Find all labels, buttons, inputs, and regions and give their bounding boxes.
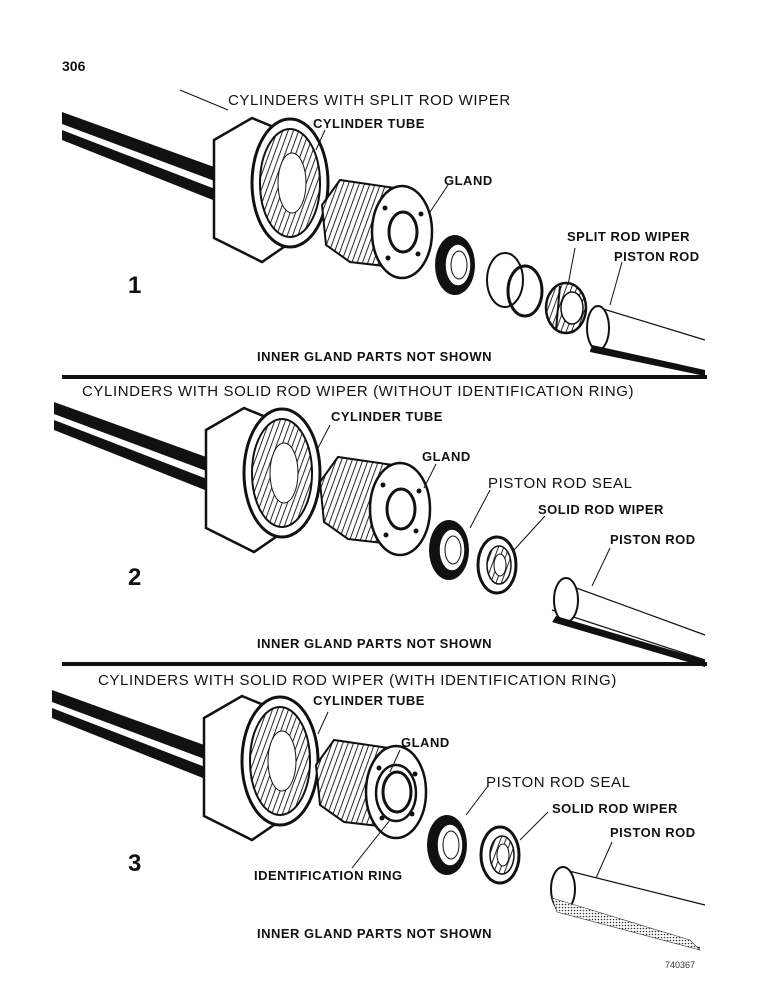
panel-2-label-gland: GLAND <box>422 449 471 464</box>
panel-3-footer: INNER GLAND PARTS NOT SHOWN <box>257 926 492 941</box>
panel-separator <box>62 375 707 379</box>
panel-2-title: CYLINDERS WITH SOLID ROD WIPER (WITHOUT … <box>82 383 635 400</box>
panel-1-label-cylinder-tube: CYLINDER TUBE <box>313 116 425 131</box>
panel-1-art <box>60 89 706 376</box>
panel-2-art <box>52 400 706 667</box>
panel-3-label-piston-rod-seal: PISTON ROD SEAL <box>486 774 631 791</box>
panel-2-footer: INNER GLAND PARTS NOT SHOWN <box>257 636 492 651</box>
panel-2-label-cylinder-tube: CYLINDER TUBE <box>331 409 443 424</box>
panel-1-title: CYLINDERS WITH SPLIT ROD WIPER <box>228 92 511 109</box>
panel-separator <box>62 662 707 666</box>
panel-1-label-split-rod-wiper: SPLIT ROD WIPER <box>567 229 691 244</box>
figure-id: 740367 <box>665 960 696 970</box>
panel-1-label-piston-rod: PISTON ROD <box>614 249 700 264</box>
panel-3-label-identification-ring: IDENTIFICATION RING <box>254 868 403 883</box>
panel-1-number: 1 <box>128 272 142 299</box>
panel-3-number: 3 <box>128 850 142 877</box>
panel-1-label-gland: GLAND <box>444 173 493 188</box>
panel-2-label-piston-rod: PISTON ROD <box>610 532 696 547</box>
panel-2-label-solid-rod-wiper: SOLID ROD WIPER <box>538 502 664 517</box>
panel-3-art <box>50 688 706 951</box>
panel-1-footer: INNER GLAND PARTS NOT SHOWN <box>257 349 492 364</box>
panel-3-label-solid-rod-wiper: SOLID ROD WIPER <box>552 801 678 816</box>
page-number: 306 <box>62 58 86 74</box>
panel-3-label-piston-rod: PISTON ROD <box>610 825 696 840</box>
panel-2-label-piston-rod-seal: PISTON ROD SEAL <box>488 475 633 492</box>
panel-3-title: CYLINDERS WITH SOLID ROD WIPER (WITH IDE… <box>98 672 617 689</box>
panel-3-label-gland: GLAND <box>401 735 450 750</box>
panel-2-number: 2 <box>128 564 142 591</box>
panel-3-label-cylinder-tube: CYLINDER TUBE <box>313 693 425 708</box>
